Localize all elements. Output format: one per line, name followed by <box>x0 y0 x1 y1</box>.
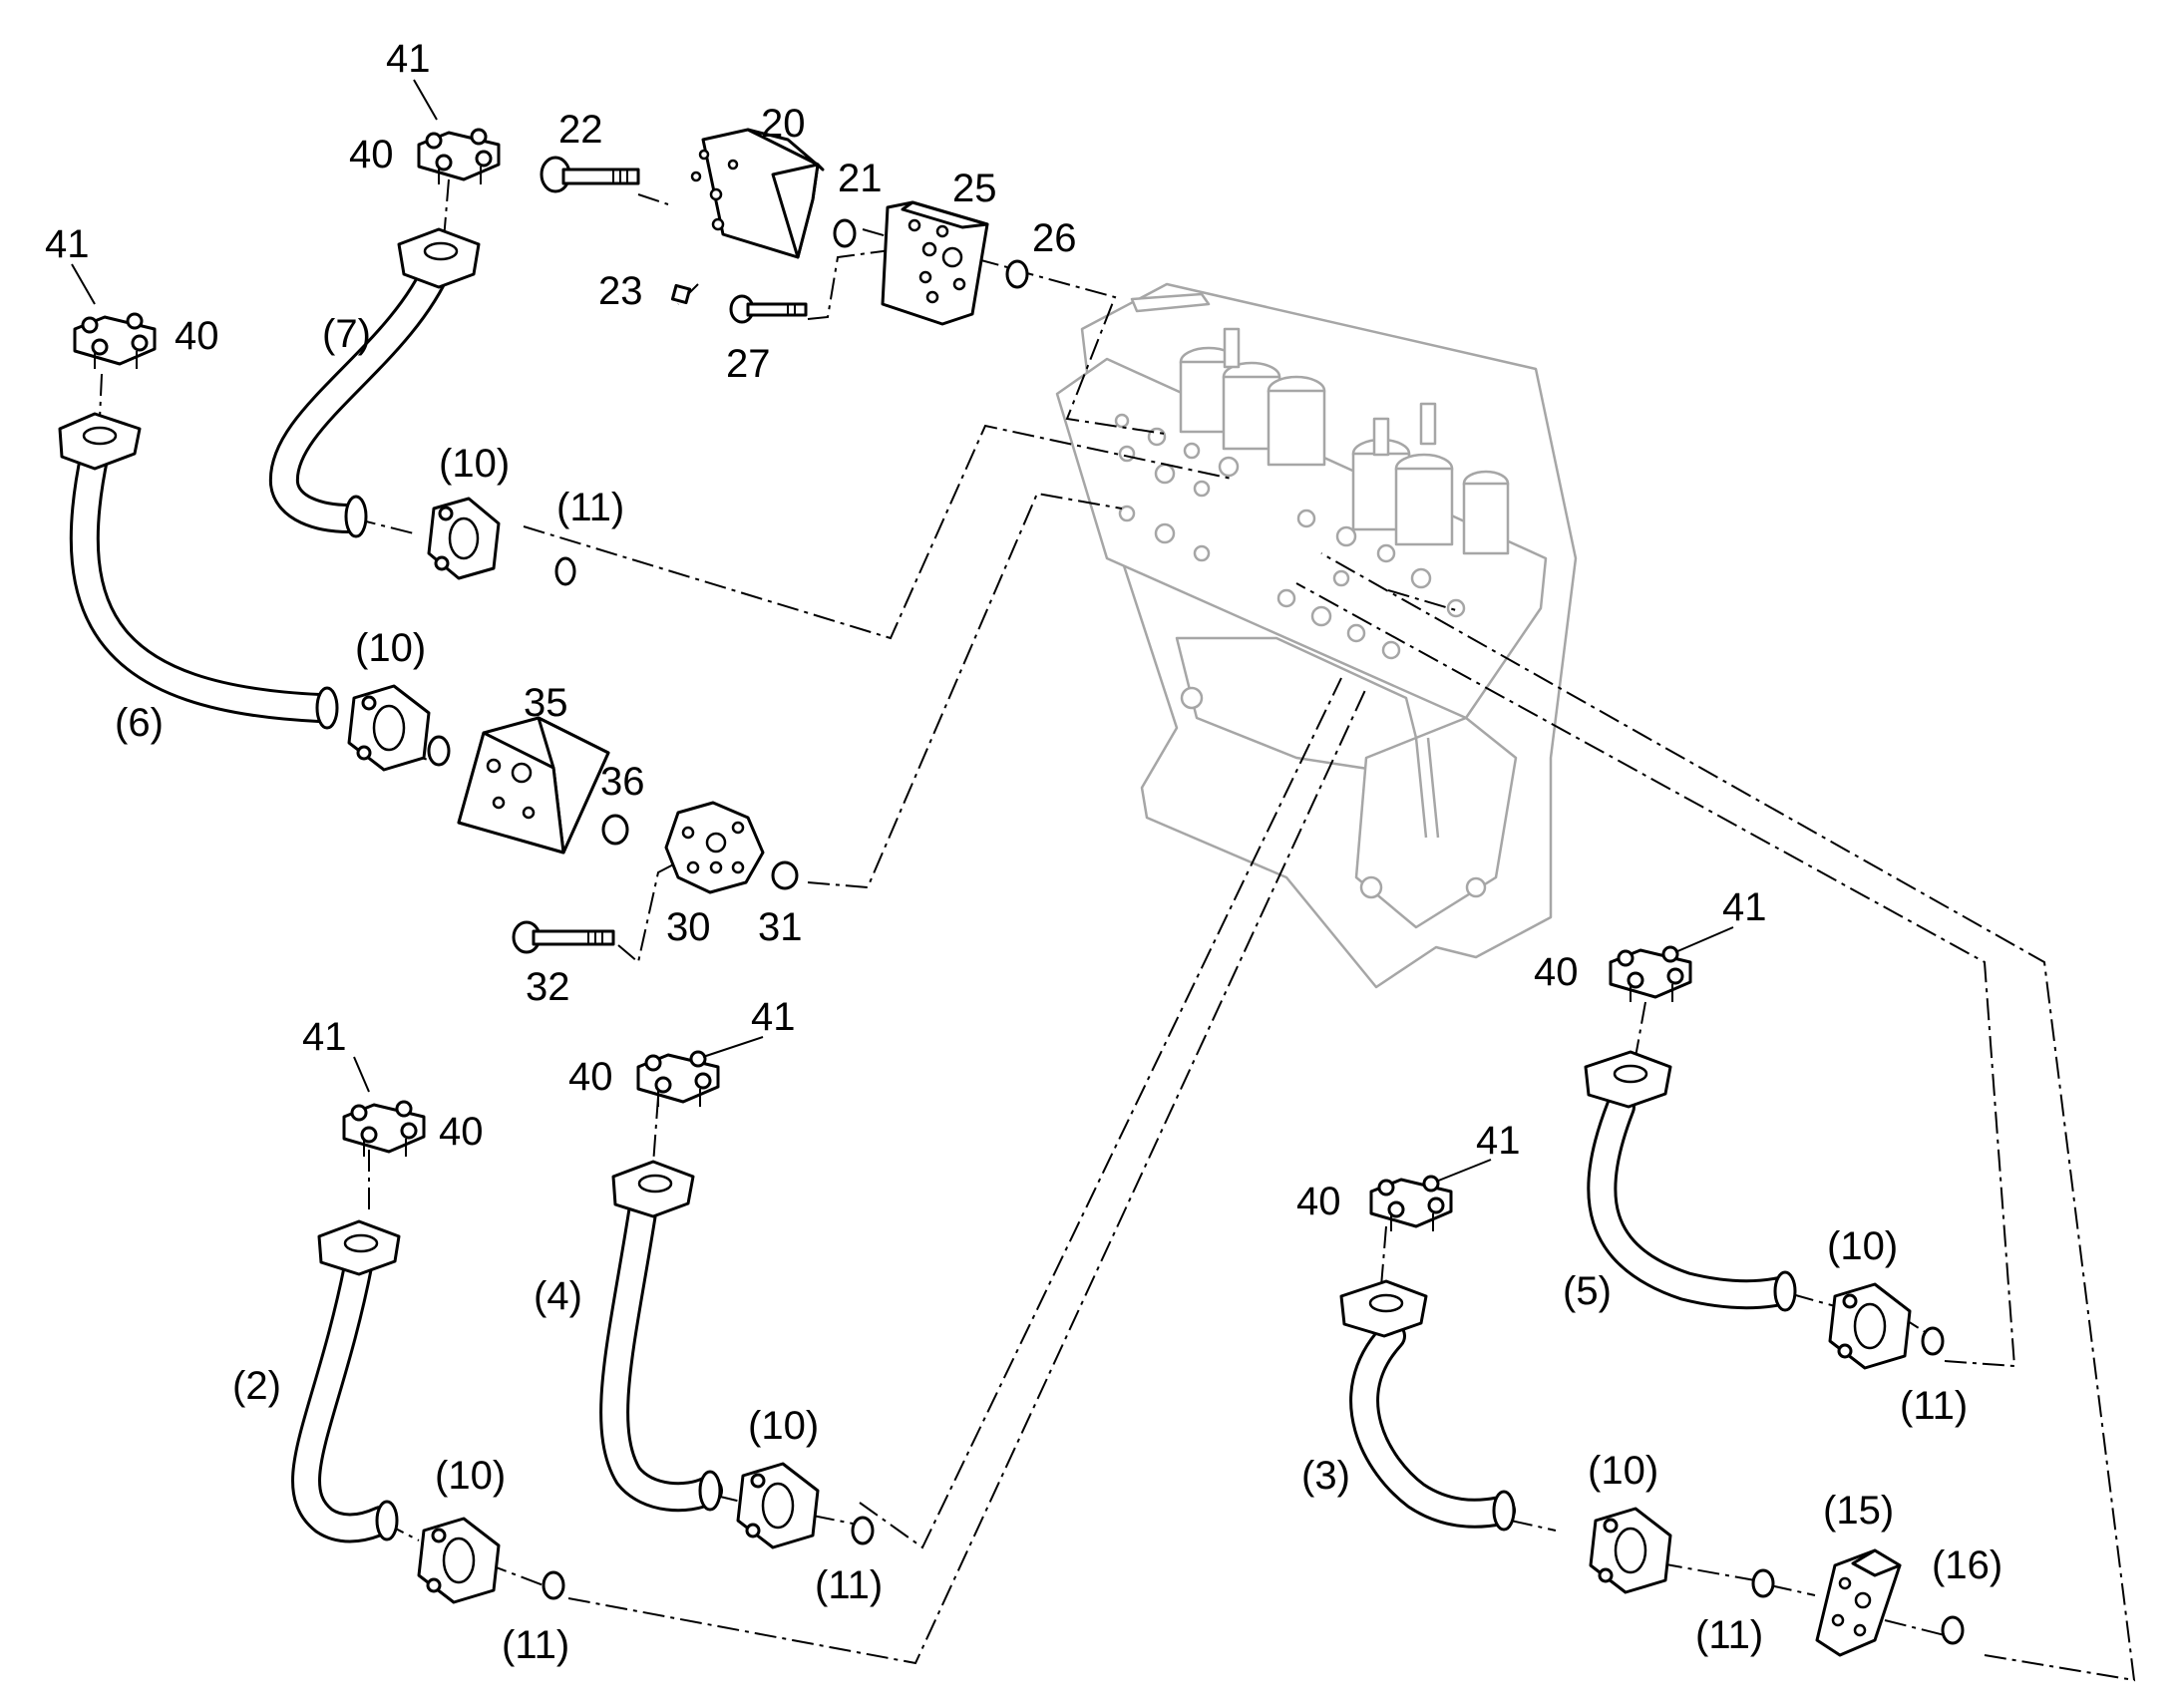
label-41: 41 <box>751 995 796 1039</box>
label-flange-10: (10) <box>1827 1224 1898 1268</box>
label-41: 41 <box>302 1015 347 1059</box>
plate-30 <box>664 801 765 894</box>
label-o-ring-11: (11) <box>502 1623 569 1667</box>
label-41: 41 <box>1476 1119 1521 1163</box>
block-20 <box>690 128 825 259</box>
label-21: 21 <box>838 157 883 200</box>
pipe-flanges <box>58 227 1672 1338</box>
label-flange-10: (10) <box>439 442 510 486</box>
label-o-ring-11: (11) <box>815 1563 883 1607</box>
label-36: 36 <box>600 760 645 804</box>
label-25: 25 <box>952 167 997 210</box>
block-15 <box>1815 1548 1902 1657</box>
label-flange-10: (10) <box>435 1454 506 1498</box>
plate-25 <box>881 200 989 326</box>
label-26: 26 <box>1032 216 1077 260</box>
label-23: 23 <box>598 269 643 313</box>
label-block-15: (15) <box>1823 1489 1894 1533</box>
label-o-ring-11: (11) <box>556 486 624 529</box>
label-flange-10: (10) <box>355 626 426 670</box>
label-hose-4: (4) <box>534 1274 582 1318</box>
label-40: 40 <box>568 1055 613 1099</box>
label-40: 40 <box>1534 950 1579 994</box>
bolt-32 <box>512 920 615 954</box>
label-ticks <box>71 79 1734 1183</box>
label-27: 27 <box>726 342 771 386</box>
pipe-ends <box>315 495 1797 1541</box>
valve-block-assembly <box>1055 282 1578 989</box>
hoses <box>69 249 1795 1543</box>
label-flange-10: (10) <box>1588 1449 1658 1493</box>
label-41: 41 <box>386 37 431 81</box>
label-o-ring-16: (16) <box>1932 1543 2002 1587</box>
label-40: 40 <box>175 314 219 358</box>
label-o-ring-11: (11) <box>1900 1384 1968 1428</box>
label-hose-6: (6) <box>115 701 164 745</box>
label-30: 30 <box>666 905 711 949</box>
label-hose-5: (5) <box>1563 1269 1612 1313</box>
label-40: 40 <box>1296 1180 1341 1223</box>
label-hose-3: (3) <box>1301 1454 1350 1498</box>
label-o-ring-11: (11) <box>1695 1613 1763 1657</box>
plug-23 <box>670 283 692 305</box>
split-flanges-10 <box>347 497 1912 1604</box>
label-hose-7: (7) <box>322 312 371 356</box>
part-labels: 41 40 22 20 21 25 26 23 27 41 40 (7) (10… <box>45 37 2002 1667</box>
flange-clamps-40 <box>73 128 1692 1231</box>
bolt-22 <box>540 156 640 193</box>
label-40: 40 <box>439 1110 484 1154</box>
label-flange-10: (10) <box>748 1404 819 1448</box>
label-hose-2: (2) <box>232 1364 281 1408</box>
bolt-27 <box>729 294 808 324</box>
label-32: 32 <box>526 965 570 1009</box>
o-rings <box>427 218 1965 1645</box>
label-41: 41 <box>45 222 90 266</box>
label-31: 31 <box>758 905 803 949</box>
label-40: 40 <box>349 133 394 176</box>
label-41: 41 <box>1722 885 1767 929</box>
label-20: 20 <box>761 102 806 146</box>
label-22: 22 <box>558 108 603 152</box>
block-35 <box>457 716 610 854</box>
label-35: 35 <box>524 681 568 725</box>
